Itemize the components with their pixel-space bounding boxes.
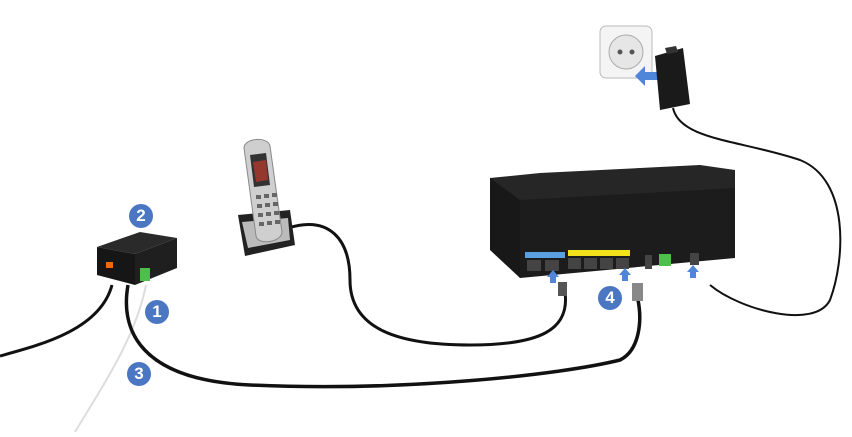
ethernet-cable-3 — [124, 284, 642, 389]
step-badge-1: 1 — [145, 300, 169, 324]
fiber-cable — [74, 284, 147, 433]
brand-logo — [106, 262, 113, 268]
port-arrow-icon — [687, 265, 699, 278]
port-arrow-icon — [619, 268, 631, 281]
phone-port-label — [525, 252, 565, 258]
wall-socket — [599, 25, 653, 79]
step-badge-4: 4 — [598, 286, 622, 310]
port-arrow-icon — [547, 270, 559, 283]
ethernet-connector — [632, 283, 643, 301]
phone-cable — [287, 223, 568, 347]
plug-arrow-icon — [635, 66, 658, 86]
fiber-ont-box — [97, 232, 177, 285]
step-badge-3: 3 — [127, 362, 151, 386]
power-cable — [672, 107, 842, 316]
ethernet-port-label — [568, 250, 630, 256]
step-badge-2: 2 — [129, 204, 153, 228]
ont-power-cable — [0, 284, 114, 358]
cordless-phone — [238, 139, 295, 256]
fiber-port — [140, 268, 150, 281]
phone-connector — [558, 282, 567, 296]
power-adapter — [655, 46, 690, 110]
router — [490, 165, 735, 278]
